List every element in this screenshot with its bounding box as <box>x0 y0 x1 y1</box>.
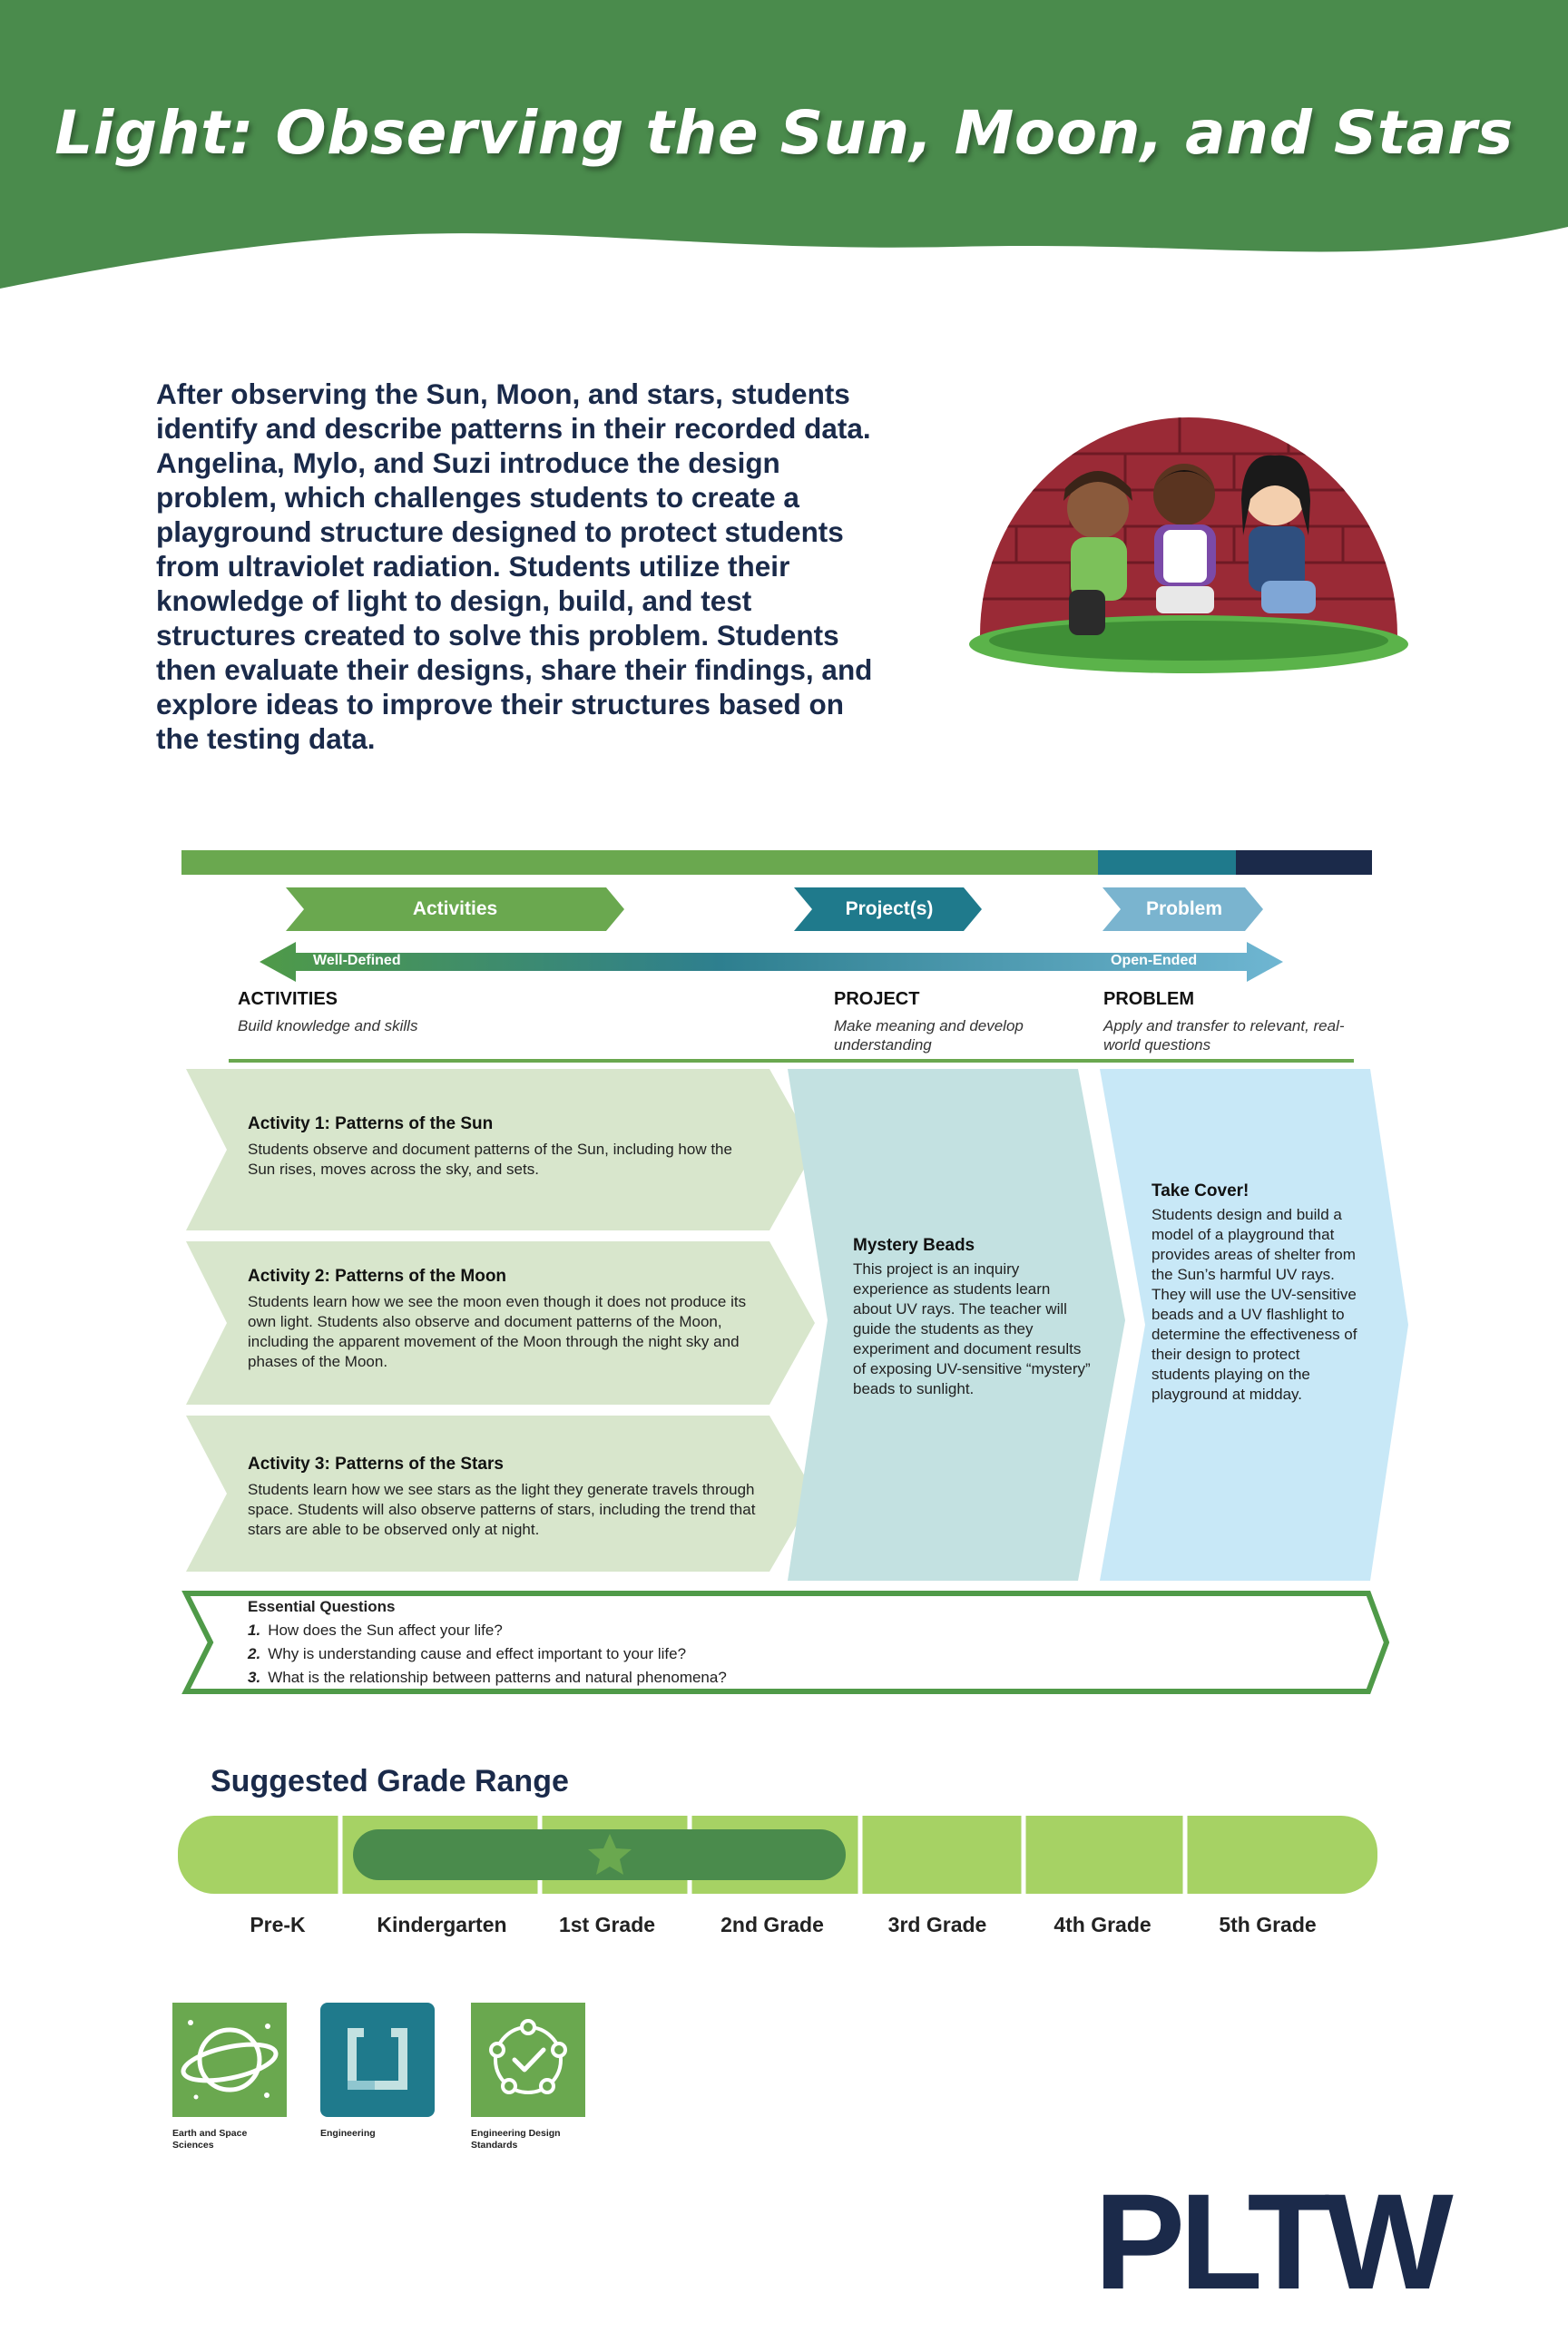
progress-bar-navy <box>1236 850 1372 875</box>
activities-pill <box>286 887 624 931</box>
page-title: Light: Observing the Sun, Moon, and Star… <box>54 98 1514 168</box>
flow-arrows <box>260 887 1283 982</box>
category-problem: PROBLEM <box>1103 989 1194 1009</box>
pltw-logo: PLTW <box>1094 2165 1454 2318</box>
problem-pill-label: Problem <box>1145 898 1223 919</box>
activity-2-panel <box>186 1241 815 1405</box>
star-icon <box>588 1834 632 1875</box>
activity-3: Activity 3: Patterns of the Stars Studen… <box>248 1455 756 1540</box>
chevron-panels <box>181 1069 1408 1694</box>
grade-1st: 1st Grade <box>558 1913 656 1936</box>
activity-1-panel <box>186 1069 815 1230</box>
category-activities-desc: Build knowledge and skills <box>238 1017 418 1034</box>
grade-kindergarten: Kindergarten <box>377 1913 507 1936</box>
characters-illustration <box>969 417 1408 673</box>
grade-2nd: 2nd Grade <box>720 1913 824 1936</box>
essential-question-1: 1.How does the Sun affect your life? <box>248 1622 503 1639</box>
engineering-design-caption: Engineering Design Standards <box>471 2128 561 2151</box>
essential-question-2: 2.Why is understanding cause and effect … <box>248 1645 687 1662</box>
activity-3-text: Students learn how we see stars as the l… <box>248 1481 756 1538</box>
well-defined-label: Well-Defined <box>313 953 401 968</box>
activity-1-title: Activity 1: Patterns of the Sun <box>248 1114 494 1133</box>
activity-1-text: Students observe and document patterns o… <box>248 1141 732 1178</box>
grade-5th: 5th Grade <box>1219 1913 1317 1936</box>
intro-paragraph: After observing the Sun, Moon, and stars… <box>156 377 873 755</box>
header-banner <box>0 0 1568 289</box>
grade-range-title: Suggested Grade Range <box>211 1764 569 1798</box>
engineering-caption: Engineering <box>320 2128 376 2139</box>
activity-2-title: Activity 2: Patterns of the Moon <box>248 1267 507 1286</box>
project-block: Mystery Beads This project is an inquiry… <box>853 1236 1091 1399</box>
essential-questions-heading: Essential Questions <box>248 1598 396 1615</box>
problem-panel <box>1100 1069 1408 1581</box>
essential-question-3: 3.What is the relationship between patte… <box>248 1669 727 1686</box>
grade-4th: 4th Grade <box>1054 1913 1152 1936</box>
project-text: This project is an inquiry experience as… <box>853 1260 1091 1397</box>
category-problem-desc: Apply and transfer to relevant, real-wor… <box>1103 1017 1345 1054</box>
open-ended-label: Open-Ended <box>1111 953 1198 968</box>
grade-range-bar <box>178 1816 1377 1894</box>
progress-bar-green <box>181 850 1098 875</box>
problem-text: Students design and build a model of a p… <box>1152 1206 1357 1403</box>
category-divider <box>229 1059 1354 1063</box>
essential-questions: Essential Questions 1.How does the Sun a… <box>248 1595 727 1690</box>
activity-1: Activity 1: Patterns of the Sun Students… <box>248 1114 756 1180</box>
problem-title: Take Cover! <box>1152 1181 1250 1200</box>
problem-block: Take Cover! Students design and build a … <box>1152 1181 1358 1405</box>
project-panel <box>788 1069 1125 1581</box>
activities-pill-label: Activities <box>412 898 498 919</box>
engineering-bracket-icon <box>320 2003 435 2117</box>
projects-pill <box>794 887 982 931</box>
project-title: Mystery Beads <box>853 1236 975 1255</box>
grade-pre-k: Pre-K <box>250 1913 306 1936</box>
design-cycle-check-icon <box>471 2003 585 2117</box>
activity-3-title: Activity 3: Patterns of the Stars <box>248 1455 504 1474</box>
category-project: PROJECT <box>834 989 920 1009</box>
category-activities: ACTIVITIES <box>238 989 338 1009</box>
activity-2-text: Students learn how we see the moon even … <box>248 1293 747 1370</box>
activity-2: Activity 2: Patterns of the Moon Student… <box>248 1267 756 1372</box>
category-project-desc: Make meaning and develop understanding <box>834 1017 1024 1054</box>
problem-pill <box>1102 887 1263 931</box>
progress-bar-teal <box>1098 850 1236 875</box>
well-defined-open-ended-arrow <box>260 942 1283 982</box>
earth-space-caption: Earth and Space Sciences <box>172 2128 248 2151</box>
projects-pill-label: Project(s) <box>845 898 934 919</box>
grade-3rd: 3rd Grade <box>887 1913 987 1936</box>
planet-icon <box>172 2003 287 2117</box>
essential-questions-frame <box>181 1591 1390 1694</box>
activity-3-panel <box>186 1416 815 1572</box>
